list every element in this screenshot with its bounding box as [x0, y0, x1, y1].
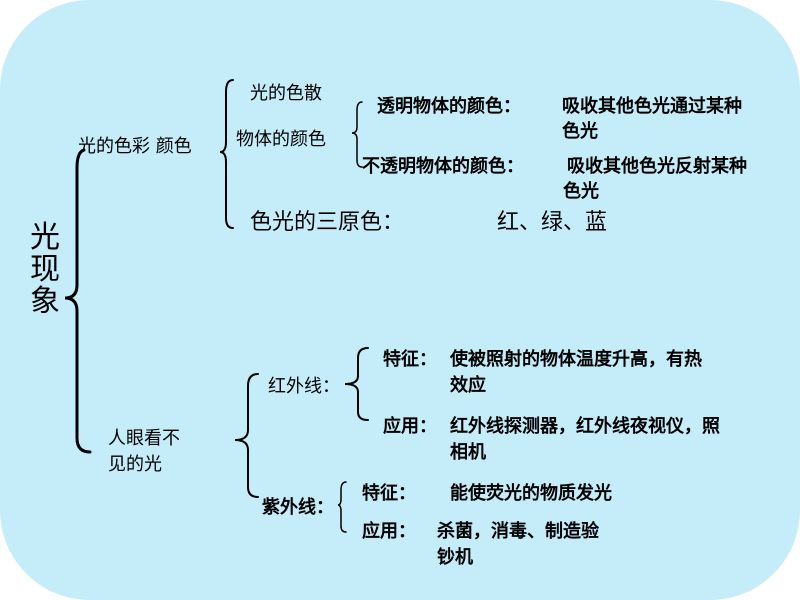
main-brace	[64, 148, 92, 454]
opaque-desc: 吸收其他色光反射某种	[567, 156, 747, 177]
ultraviolet-use-cont: 钞机	[437, 547, 473, 568]
object-color-label: 物体的颜色	[236, 129, 326, 150]
opaque-desc-cont: 色光	[563, 181, 599, 202]
title-char: 光	[30, 220, 60, 255]
title-char: 现	[30, 252, 60, 287]
infrared-feature: 使被照射的物体温度升高，有热	[450, 349, 702, 370]
primary-colors-value: 红、绿、蓝	[497, 210, 608, 235]
color-branch-label: 光的色彩 颜色	[78, 136, 192, 157]
opaque-label: 不透明物体的颜色：	[362, 156, 524, 177]
infrared-label: 红外线：	[268, 376, 340, 397]
ultraviolet-feature: 能使荧光的物质发光	[450, 483, 612, 504]
transparent-label: 透明物体的颜色：	[377, 96, 521, 117]
topic-title: 光 现 象	[28, 222, 62, 318]
ultraviolet-feature-label: 特征：	[362, 483, 416, 504]
invisible-brace	[234, 373, 259, 498]
dispersion-label: 光的色散	[250, 83, 322, 104]
ultraviolet-brace	[337, 481, 347, 533]
infrared-use: 红外线探测器，红外线夜视仪，照	[450, 416, 720, 437]
infrared-feature-cont: 效应	[450, 375, 486, 396]
color-brace	[219, 79, 234, 229]
ultraviolet-use-label: 应用：	[362, 521, 416, 542]
primary-colors-label: 色光的三原色：	[250, 210, 405, 235]
invisible-light-label: 人眼看不	[108, 428, 180, 449]
infrared-use-label: 应用：	[383, 416, 437, 437]
transparent-desc: 吸收其他色光通过某种	[562, 96, 742, 117]
ultraviolet-label: 紫外线：	[262, 497, 334, 518]
object-color-brace	[351, 101, 363, 168]
infrared-brace	[344, 347, 369, 421]
ultraviolet-use: 杀菌，消毒、制造验	[437, 521, 599, 542]
infrared-feature-label: 特征：	[383, 349, 437, 370]
invisible-light-label-cont: 见的光	[108, 454, 162, 475]
infrared-use-cont: 相机	[450, 442, 486, 463]
title-char: 象	[30, 284, 60, 319]
transparent-desc-cont: 色光	[562, 121, 598, 142]
